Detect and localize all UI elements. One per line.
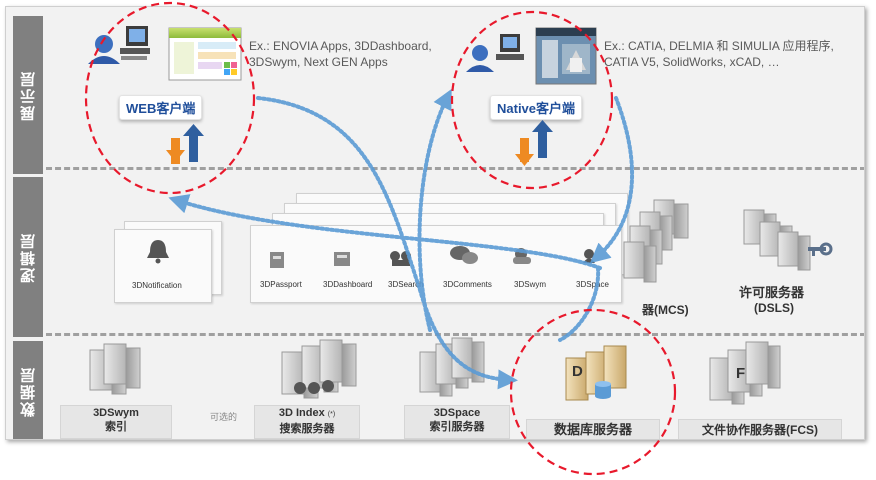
service-label-3dspace: 3DSpace bbox=[576, 280, 609, 289]
highlight-web-client bbox=[84, 1, 256, 195]
notification-panel bbox=[114, 229, 212, 303]
space-index-line1: 3DSpace bbox=[433, 407, 481, 419]
key-icon bbox=[808, 242, 833, 256]
space-index-line2: 索引服务器 bbox=[429, 421, 485, 433]
swym-index-server-icon bbox=[89, 343, 141, 395]
mcs-label: 器(MCS) bbox=[642, 303, 689, 317]
license-server-sub: (DSLS) bbox=[754, 301, 794, 315]
service-label-3dcomments: 3DComments bbox=[443, 280, 492, 289]
architecture-diagram: 展示层 逻辑层 数据层 Ex.: ENOVIA Apps, 3DDashboar… bbox=[5, 6, 865, 440]
service-label-3dpassport: 3DPassport bbox=[260, 280, 302, 289]
native-updown-arrows bbox=[515, 120, 553, 166]
layer-divider-top bbox=[46, 167, 864, 170]
service-label-3ddashboard: 3DDashboard bbox=[323, 280, 373, 289]
web-examples-line2: 3DSwym, Next GEN Apps bbox=[249, 55, 388, 69]
highlight-native-client bbox=[450, 10, 614, 190]
web-user-icon bbox=[88, 26, 150, 64]
flow-space-to-web bbox=[168, 194, 602, 270]
license-server-label: 许可服务器 bbox=[739, 285, 805, 300]
highlight-circles bbox=[84, 1, 677, 476]
bell-icon bbox=[147, 240, 169, 264]
index-server-line1: 3D Index (*) bbox=[255, 406, 359, 422]
highlight-db-server bbox=[509, 308, 677, 476]
flow-native-to-space bbox=[589, 96, 635, 264]
file-letter-mark: F bbox=[736, 365, 745, 382]
optional-label: 可选的 bbox=[210, 412, 238, 422]
index-server-mark: (*) bbox=[327, 411, 336, 418]
index-server-label: 3D Index (*) 搜索服务器 bbox=[254, 405, 360, 439]
flow-space-to-db bbox=[558, 266, 601, 342]
native-examples-line1: Ex.: CATIA, DELMIA 和 SIMULIA 应用程序, bbox=[604, 39, 834, 53]
service-panel-front bbox=[250, 225, 622, 303]
index-server-line2: 搜索服务器 bbox=[279, 423, 335, 435]
flow-to-native bbox=[417, 88, 452, 332]
dashboard-icon bbox=[334, 252, 350, 266]
logic-layer-band: 逻辑层 bbox=[13, 177, 43, 337]
space-icon bbox=[583, 249, 595, 263]
web-app-screenshot-icon bbox=[168, 27, 242, 81]
flow-web-to-db bbox=[256, 96, 518, 390]
passport-icon bbox=[270, 252, 284, 268]
flow-arrows bbox=[168, 88, 635, 390]
space-index-label: 3DSpace 索引服务器 bbox=[404, 405, 510, 439]
swym-index-label: 3DSwym 索引 bbox=[60, 405, 172, 439]
notification-label: 3DNotification bbox=[132, 281, 182, 290]
data-layer-band: 数据层 bbox=[13, 341, 43, 439]
mcs-server-cluster bbox=[623, 199, 689, 283]
file-server-icon bbox=[709, 341, 781, 405]
native-examples-line2: CATIA V5, SolidWorks, xCAD, … bbox=[604, 55, 780, 69]
presentation-layer-band: 展示层 bbox=[13, 16, 43, 174]
swym-index-line2: 索引 bbox=[105, 421, 127, 433]
database-server-icon bbox=[565, 345, 627, 401]
db-server-label: 数据库服务器 bbox=[526, 419, 660, 439]
native-client-label: Native客户端 bbox=[490, 95, 583, 120]
web-examples-line1: Ex.: ENOVIA Apps, 3DDashboard, bbox=[249, 39, 432, 53]
license-server-cluster bbox=[743, 209, 811, 271]
index-server-name: 3D Index bbox=[278, 407, 325, 419]
swym-index-line1: 3DSwym bbox=[93, 407, 139, 419]
index-search-server-icon bbox=[281, 339, 357, 399]
service-label-3dsearch: 3DSearch bbox=[388, 280, 424, 289]
web-client-label: WEB客户端 bbox=[119, 95, 203, 120]
service-label-3dswym: 3DSwym bbox=[514, 280, 547, 289]
web-updown-arrows bbox=[166, 124, 204, 164]
native-app-screenshot-icon bbox=[535, 27, 597, 85]
space-index-server-icon bbox=[419, 337, 485, 397]
db-letter-mark: D bbox=[572, 363, 583, 380]
native-user-icon bbox=[466, 34, 524, 72]
file-server-label: 文件协作服务器(FCS) bbox=[678, 419, 842, 439]
comments-icon bbox=[450, 246, 478, 264]
layer-divider-bottom bbox=[46, 333, 864, 336]
